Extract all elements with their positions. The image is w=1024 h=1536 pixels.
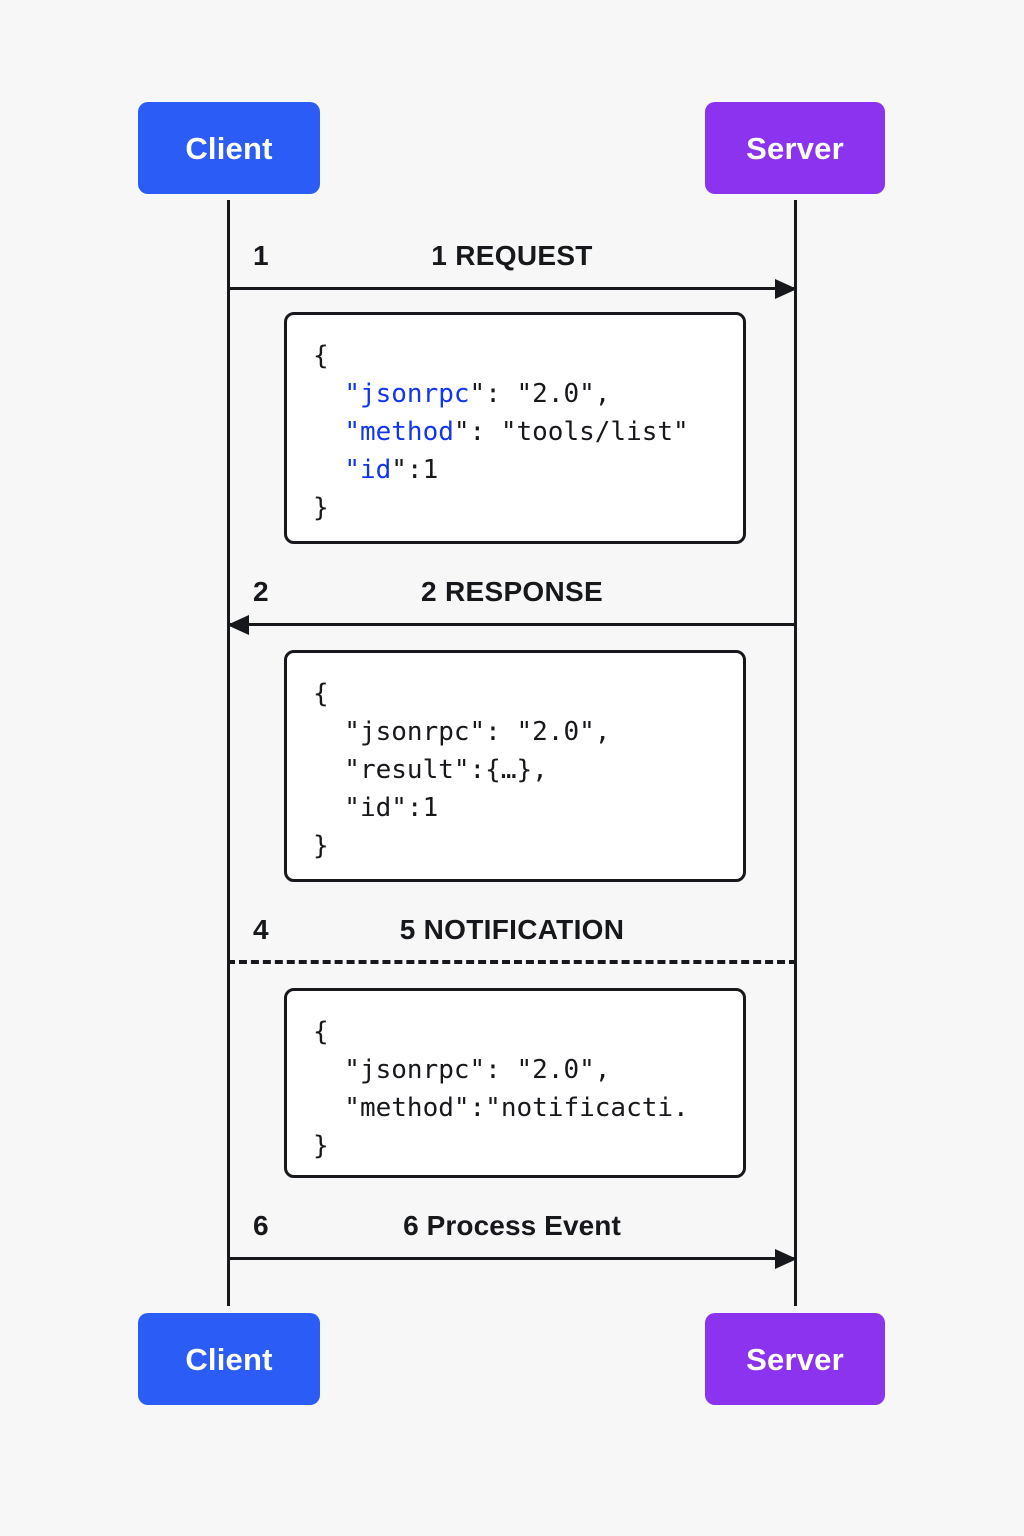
code-line: "result":{…}, [313,751,717,789]
message-arrow-response [227,623,797,626]
code-line: { [313,337,717,375]
message-arrow-notification [227,960,797,964]
code-key: "id [344,455,392,485]
sequence-number-1: 1 [253,240,269,271]
lifeline-server [794,200,797,1306]
code-text: "method":"notificacti. [313,1093,689,1123]
lifeline-client [227,200,230,1306]
code-line: } [313,489,717,527]
participant-client-top[interactable]: Client [138,102,320,194]
participant-client-bottom[interactable]: Client [138,1313,320,1405]
code-key: "jsonrpc [344,379,470,409]
code-text: } [313,831,329,861]
code-text: "jsonrpc": "2.0", [313,1055,611,1085]
code-text [313,417,344,447]
message-row-response: 2 2 RESPONSE [227,574,797,638]
participant-server-bottom[interactable]: Server [705,1313,885,1405]
code-text [313,455,344,485]
code-text: "id":1 [313,793,439,823]
code-text: { [313,341,329,371]
code-line: "id":1 [313,451,717,489]
sequence-number-4: 4 [253,914,269,945]
code-block-response-payload: { "jsonrpc": "2.0", "result":{…}, "id":1… [284,650,746,882]
code-text: "jsonrpc": "2.0", [313,717,611,747]
participant-server-top[interactable]: Server [705,102,885,194]
sequence-number-6: 6 [253,1210,269,1241]
code-text: ":1 [391,455,439,485]
code-text: ": "tools/list" [453,417,689,447]
arrowhead-right-icon [775,1249,797,1269]
message-row-request: 1 1 REQUEST [227,238,797,302]
code-line: "id":1 [313,789,717,827]
message-label-process-event: 6 Process Event [403,1210,621,1241]
message-label-request: 1 REQUEST [431,240,593,271]
sequence-number-2: 2 [253,576,269,607]
code-text: } [313,1131,329,1161]
message-row-notification: 4 5 NOTIFICATION [227,912,797,976]
code-text: { [313,1017,329,1047]
code-line: { [313,675,717,713]
message-label-notification: 5 NOTIFICATION [399,914,625,945]
message-row-process-event: 6 6 Process Event [227,1208,797,1272]
code-text: "result":{…}, [313,755,548,785]
code-line: } [313,827,717,865]
code-text: { [313,679,329,709]
message-label-response: 2 RESPONSE [421,576,603,607]
code-line: { [313,1013,717,1051]
code-block-notification-payload: { "jsonrpc": "2.0", "method":"notificact… [284,988,746,1178]
arrowhead-right-icon [775,279,797,299]
code-line: "jsonrpc": "2.0", [313,375,717,413]
code-key: "method [344,417,454,447]
code-line: } [313,1127,717,1165]
message-arrow-process-event [227,1257,797,1260]
code-text: } [313,493,329,523]
code-line: "method":"notificacti. [313,1089,717,1127]
code-line: "jsonrpc": "2.0", [313,1051,717,1089]
code-block-request-payload: { "jsonrpc": "2.0", "method": "tools/lis… [284,312,746,544]
code-text: ": "2.0", [469,379,611,409]
code-line: "method": "tools/list" [313,413,717,451]
code-line: "jsonrpc": "2.0", [313,713,717,751]
arrowhead-left-icon [227,615,249,635]
code-text [313,379,344,409]
message-arrow-request [227,287,797,290]
